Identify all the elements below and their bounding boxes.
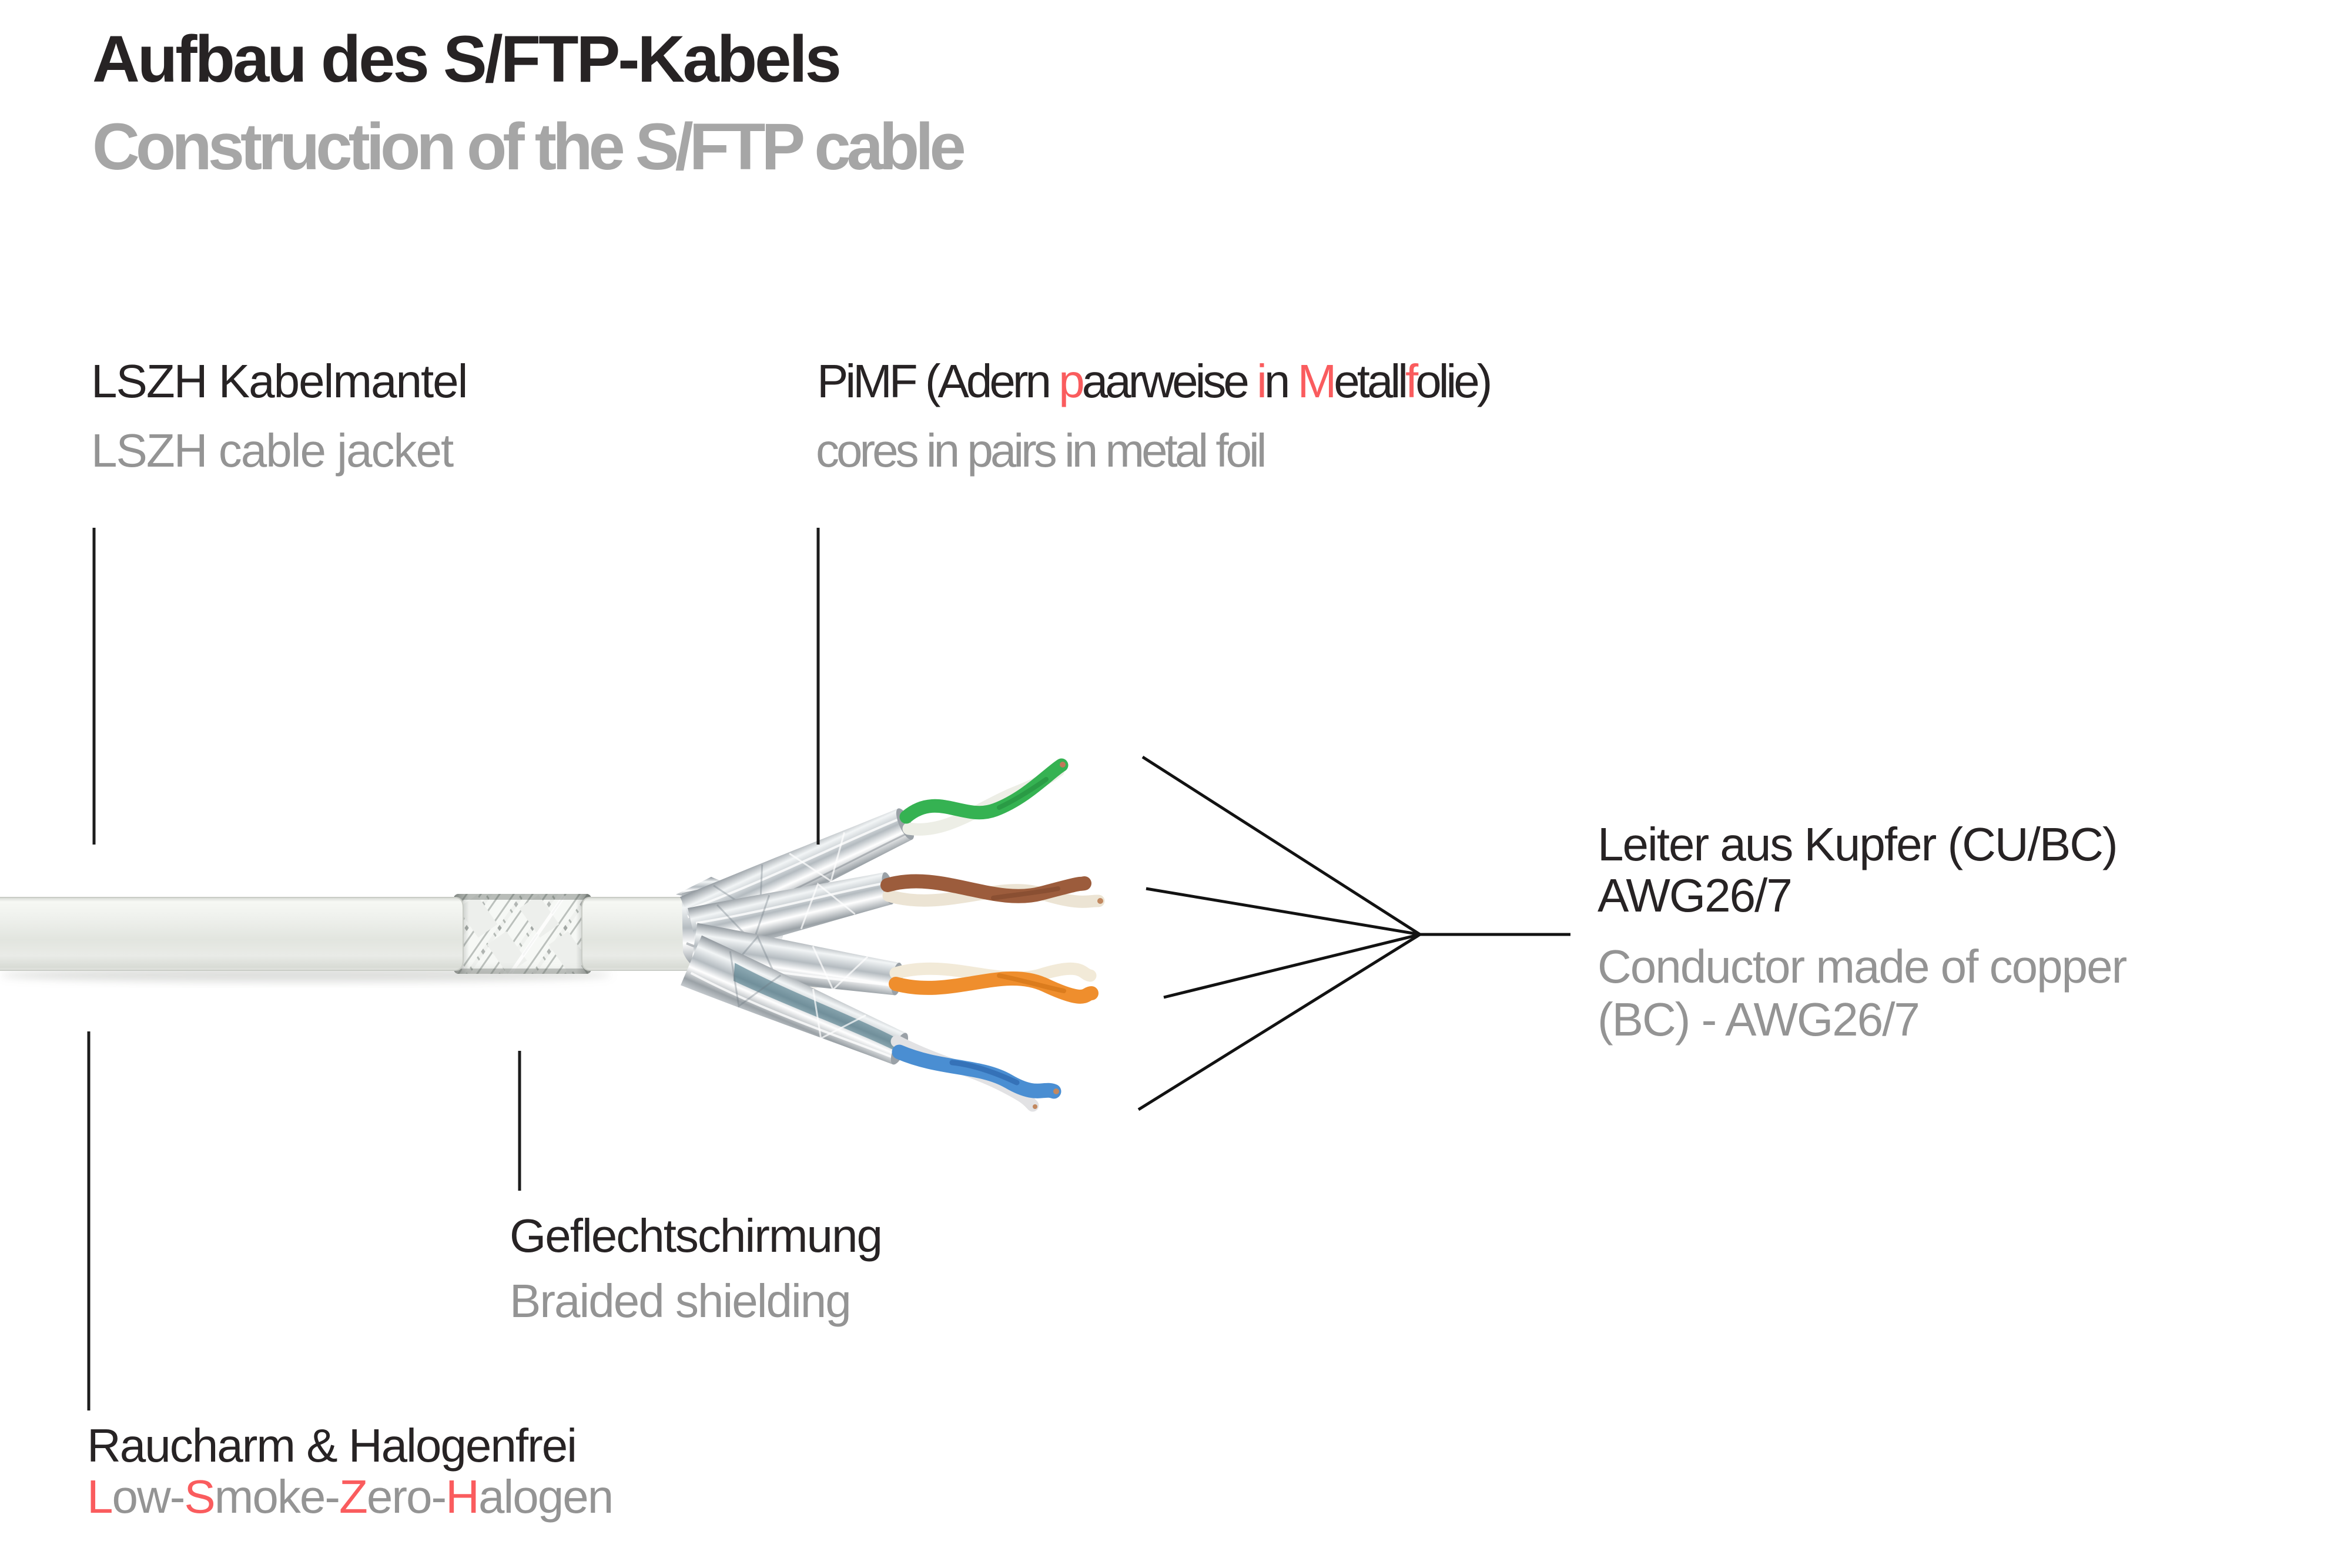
label-jacket-en: LSZH cable jacket [91, 424, 454, 477]
twisted-pairs-graphic [880, 758, 1105, 1112]
label-braid-en: Braided shielding [510, 1275, 852, 1327]
label-conductor-de1: Leiter aus Kupfer (CU/BC) [1598, 818, 2118, 870]
label-lszh-de: Raucharm & Halogenfrei [87, 1419, 577, 1472]
label-jacket-de: LSZH Kabelmantel [91, 355, 468, 407]
page-title-en: Construction of the S/FTP cable [92, 110, 966, 183]
foil-pairs-graphic [679, 808, 915, 1065]
fan-lines [1137, 755, 1570, 1111]
label-braid-de: Geflechtschirmung [510, 1209, 883, 1262]
leader-lines [87, 528, 820, 1410]
label-lszh-en: Low-Smoke-Zero-Halogen [87, 1470, 614, 1523]
label-pimf-de: PiMF (Adern paarweise in Metallfolie) [817, 355, 1492, 407]
cable-jacket-graphic [0, 897, 698, 982]
label-pimf-en: cores in pairs in metal foil [816, 424, 1267, 477]
braided-shielding-graphic [454, 894, 591, 974]
label-conductor-en2: (BC) - AWG26/7 [1598, 993, 1920, 1046]
page-title-de: Aufbau des S/FTP-Kabels [92, 22, 842, 96]
label-conductor-de2: AWG26/7 [1598, 869, 1793, 922]
label-conductor-en1: Conductor made of copper [1598, 940, 2127, 993]
